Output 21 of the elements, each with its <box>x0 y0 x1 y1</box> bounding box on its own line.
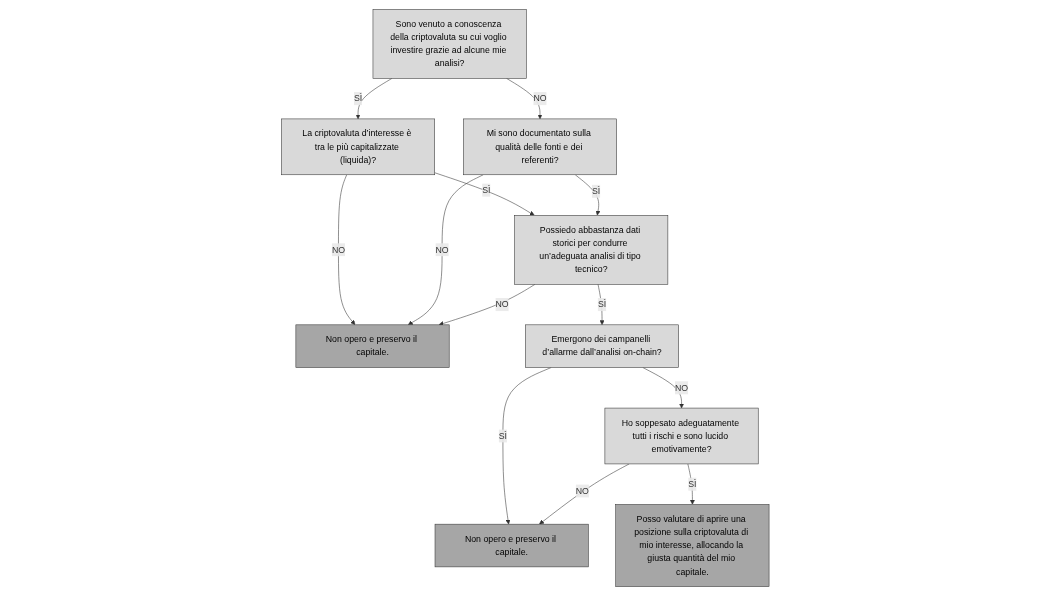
edge-label: NO <box>495 299 509 309</box>
edge-label: NO <box>533 93 547 104</box>
node-box: Ho soppesato adeguatamente tutti i rischi e sono lucido emotivamente? <box>604 407 759 465</box>
node-box: Non opero e preservo il capitale. <box>435 523 589 568</box>
edge-label: NO <box>576 486 590 496</box>
node-box: Posso valutare di aprire una posizione sulla criptovaluta di mio interesse, allocando la giusta quantità del mio capitale. <box>615 504 770 587</box>
edge-label: SÌ <box>688 479 697 489</box>
edge-label: SÌ <box>592 186 601 196</box>
node-box: Non opero e preservo il capitale. <box>295 324 450 368</box>
edge-label: NO <box>332 244 346 255</box>
node-box: Sono venuto a conoscenza della criptovaluta su cui voglio investire grazie ad alcune mie analisi? <box>372 9 527 79</box>
edge-label: NO <box>435 244 449 255</box>
node-box: Emergono dei campanelli d’allarme dall’analisi on-chain? <box>525 324 680 368</box>
node-box: Mi sono documentato sulla qualità delle fonti e dei referenti? <box>463 118 618 176</box>
edge-label: SÌ <box>499 431 508 441</box>
edge-label: SÌ <box>598 299 607 309</box>
edge-label: SÌ <box>354 93 363 104</box>
node-box: La criptovaluta d’interesse è tra le più capitalizzate (liquida)? <box>281 118 436 176</box>
edge-label: SÌ <box>482 185 491 195</box>
edge-label: NO <box>675 382 689 393</box>
node-box: Possiedo abbastanza dati storici per condurre un’adeguata analisi di tipo tecnico? <box>514 215 669 285</box>
